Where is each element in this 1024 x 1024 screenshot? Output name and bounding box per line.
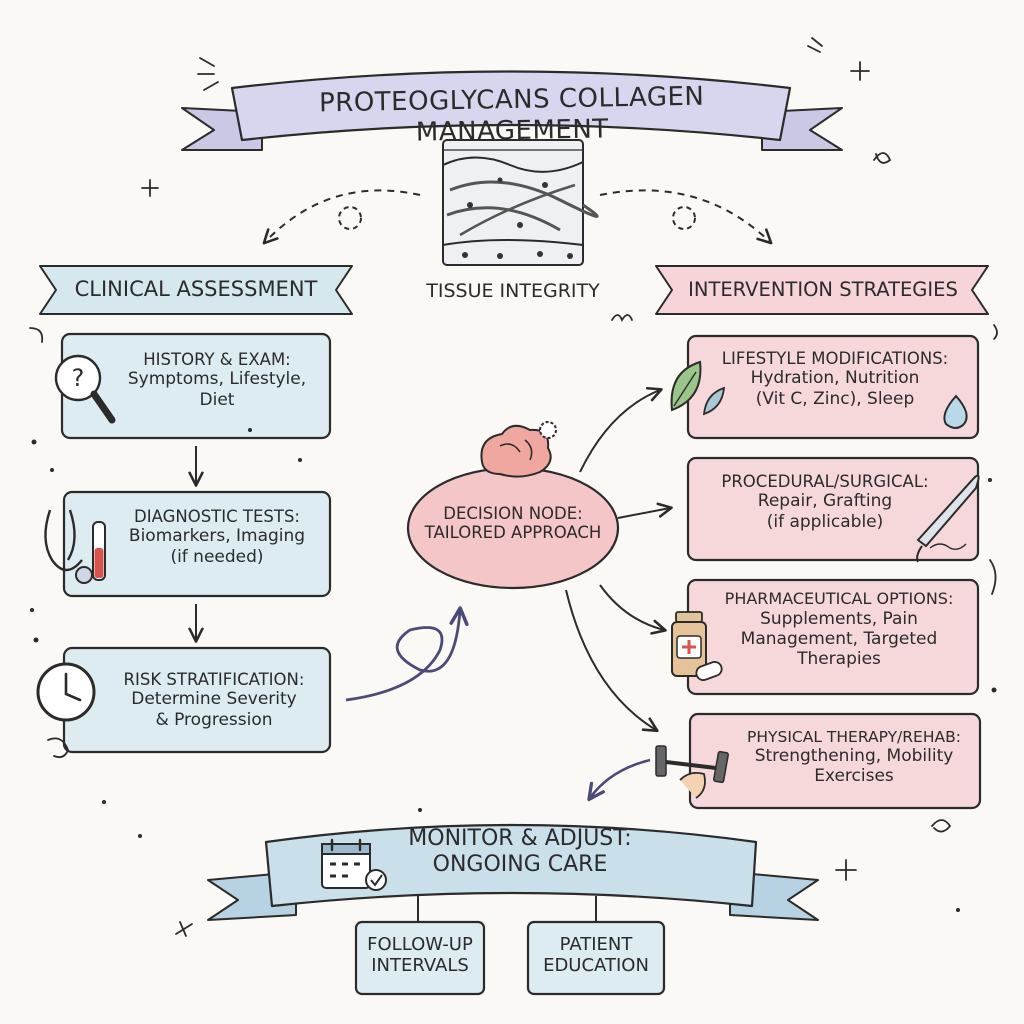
lifestyle-body-1: Hydration, Nutrition <box>750 368 920 389</box>
history-exam-title: HISTORY & EXAM: <box>143 350 291 369</box>
diagnostic-tests-body-1: Biomarkers, Imaging <box>128 526 306 547</box>
box-follow-up-intervals <box>354 920 486 996</box>
page-title: PROTEOGLYCANS COLLAGEN MANAGEMENT <box>318 81 705 148</box>
decision-node-line-2: TAILORED APPROACH <box>424 523 602 543</box>
history-exam-body-1: Symptoms, Lifestyle, <box>127 369 307 390</box>
patient-education-line-2: EDUCATION <box>543 955 649 977</box>
scalpel-icon <box>916 474 980 563</box>
monitor-text: MONITOR & ADJUST: ONGOING CARE <box>380 826 660 878</box>
pharmaceutical-body-2: Management, Targeted <box>740 628 938 649</box>
tissue-integrity-label: TISSUE INTEGRITY <box>426 280 600 302</box>
stethoscope-test-tube-icon <box>44 509 106 584</box>
lifestyle-body-2: (Vit C, Zinc), Sleep <box>755 388 915 409</box>
loop-arrow-to-decision <box>345 606 469 702</box>
box-procedural-surgical <box>686 456 980 562</box>
follow-up-intervals-text: FOLLOW-UP INTERVALS <box>356 934 484 976</box>
title-ribbon <box>181 70 843 151</box>
physical-therapy-body-1: Strengthening, Mobility <box>754 746 954 767</box>
pharmaceutical-body-3: Therapies <box>797 648 881 669</box>
follow-up-line-1: FOLLOW-UP <box>367 934 473 955</box>
arrow-to-monitor <box>587 758 651 802</box>
calendar-check-icon <box>321 838 387 891</box>
pharmaceutical-title: PHARMACEUTICAL OPTIONS: <box>724 589 954 608</box>
procedural-text: PROCEDURAL/SURGICAL: Repair, Grafting (i… <box>700 472 950 532</box>
risk-stratification-text: RISK STRATIFICATION: Determine Severity … <box>100 670 328 730</box>
decision-node-text: DECISION NODE: TAILORED APPROACH <box>413 504 613 543</box>
risk-stratification-body-1: Determine Severity <box>131 689 297 710</box>
physical-therapy-text: PHYSICAL THERAPY/REHAB: Strengthening, M… <box>730 728 978 786</box>
follow-up-line-2: INTERVALS <box>371 955 469 977</box>
pharmaceutical-body-1: Supplements, Pain <box>760 608 918 629</box>
intervention-strategies-banner <box>655 265 989 315</box>
procedural-body-2: (if applicable) <box>766 511 884 532</box>
procedural-body-1: Repair, Grafting <box>757 491 893 512</box>
monitor-line-2: ONGOING CARE <box>432 851 608 877</box>
monitor-line-1: MONITOR & ADJUST: <box>408 826 632 851</box>
lifestyle-title: LIFESTYLE MODIFICATIONS: <box>721 349 949 368</box>
magnifier-question-icon: ? <box>54 354 116 424</box>
box-diagnostic-tests <box>62 490 332 598</box>
box-patient-education <box>526 920 666 996</box>
monitor-ribbon <box>207 823 819 921</box>
dumbbell-icon <box>655 745 729 799</box>
dashed-arrow-left <box>262 189 421 245</box>
arrow-to-lifestyle <box>579 386 663 473</box>
history-exam-text: HISTORY & EXAM: Symptoms, Lifestyle, Die… <box>110 350 324 410</box>
arrow-to-procedural <box>617 502 673 519</box>
clock-icon <box>36 662 96 722</box>
tissue-layers-icon <box>442 139 599 266</box>
brain-gear-icon <box>480 421 557 478</box>
risk-stratification-body-2: & Progression <box>155 709 273 730</box>
pharmaceutical-text: PHARMACEUTICAL OPTIONS: Supplements, Pai… <box>704 589 974 669</box>
patient-education-line-1: PATIENT <box>559 934 633 955</box>
physical-therapy-title: PHYSICAL THERAPY/REHAB: <box>747 728 961 746</box>
risk-stratification-title: RISK STRATIFICATION: <box>123 670 305 689</box>
dot-doodles <box>30 428 997 912</box>
arrow-to-pharmaceutical <box>599 584 667 635</box>
diagnostic-tests-title: DIAGNOSTIC TESTS: <box>134 507 300 526</box>
leaf-water-drop-icon <box>670 360 968 429</box>
sparkle-doodles <box>29 37 998 937</box>
diagnostic-tests-body-2: (if needed) <box>170 546 264 567</box>
physical-therapy-body-2: Exercises <box>814 766 894 787</box>
diagnostic-tests-text: DIAGNOSTIC TESTS: Biomarkers, Imaging (i… <box>110 507 324 567</box>
history-exam-body-2: Diet <box>199 389 235 410</box>
box-physical-therapy <box>688 712 982 810</box>
lifestyle-text: LIFESTYLE MODIFICATIONS: Hydration, Nutr… <box>704 349 966 409</box>
arrow-to-physical-therapy <box>565 589 659 733</box>
intervention-strategies-header: INTERVENTION STRATEGIES <box>688 278 958 301</box>
clinical-assessment-header: CLINICAL ASSESSMENT <box>74 277 318 301</box>
svg-text:?: ? <box>72 364 85 392</box>
pill-bottle-icon <box>671 611 723 681</box>
clinical-assessment-banner <box>39 265 353 315</box>
patient-education-text: PATIENT EDUCATION <box>528 934 664 976</box>
dashed-arrow-right <box>599 189 773 245</box>
decision-node-line-1: DECISION NODE: <box>443 504 583 523</box>
procedural-title: PROCEDURAL/SURGICAL: <box>721 472 929 491</box>
